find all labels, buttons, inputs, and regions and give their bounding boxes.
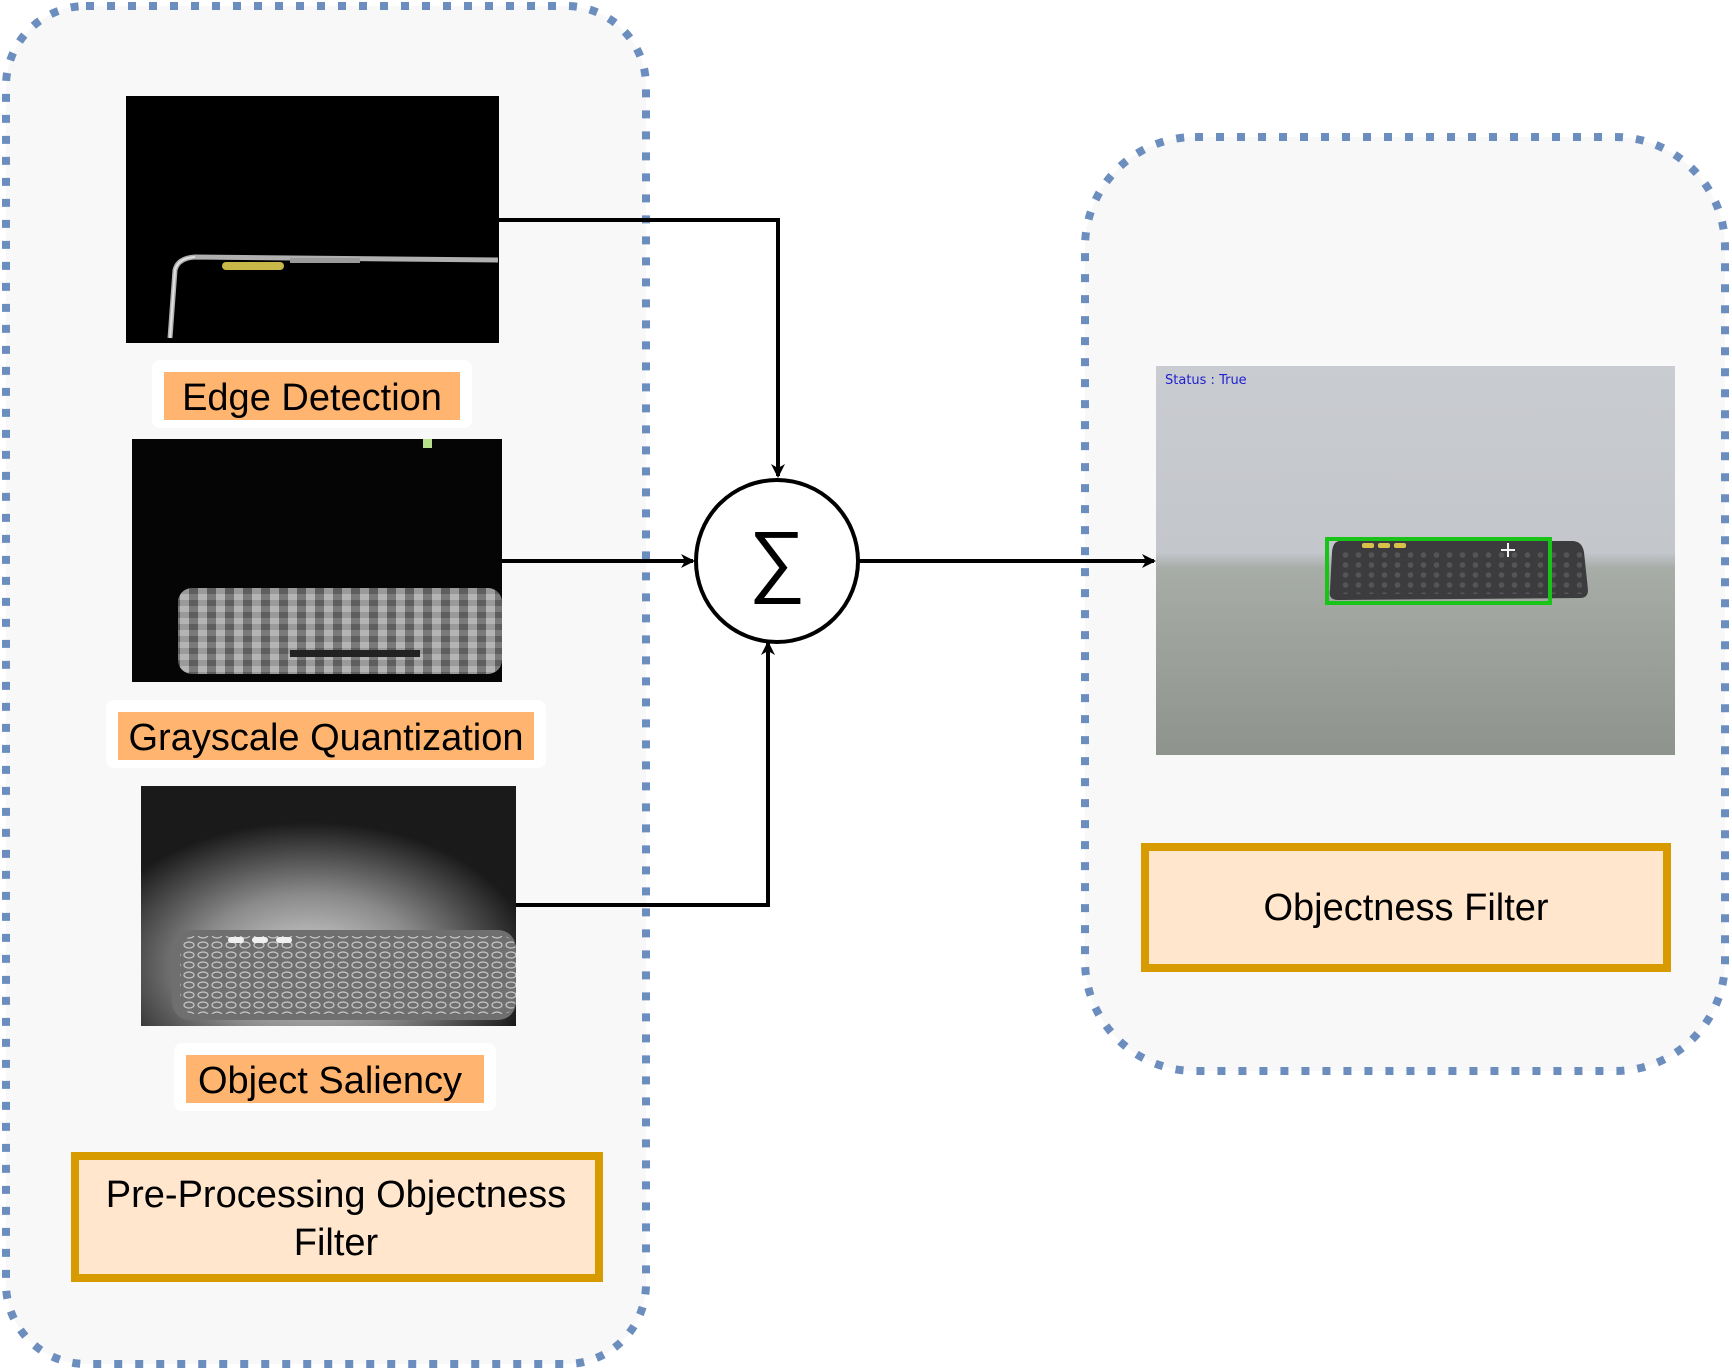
grayscale-quantization-image — [132, 439, 502, 682]
objectness-title: Objectness Filter — [1263, 887, 1548, 929]
edge-to-sum-connector — [499, 218, 785, 478]
summation-node — [694, 478, 860, 644]
objectness-result-image — [1156, 366, 1675, 755]
grayscale-quantization-label-box — [118, 712, 534, 760]
object-saliency-label-box — [186, 1055, 484, 1103]
status-readout: Status : True — [1165, 373, 1247, 388]
object-saliency-image — [141, 786, 516, 1026]
objectness-title-box — [1141, 843, 1671, 972]
preprocessing-title-line2: Filter — [294, 1222, 379, 1264]
saliency-to-sum-connector — [516, 641, 775, 907]
edge-detection-label-box — [164, 372, 460, 420]
summation-symbol: ∑ — [748, 515, 805, 604]
object-saliency-label: Object Saliency — [198, 1060, 462, 1102]
detection-bounding-box — [1325, 537, 1552, 605]
crosshair-marker — [1501, 543, 1515, 557]
preprocessing-title-box — [71, 1152, 603, 1282]
preprocessing-title-line1: Pre-Processing Objectness — [106, 1174, 566, 1216]
edge-detection-image — [126, 96, 499, 343]
grayscale-quantization-label: Grayscale Quantization — [129, 717, 524, 759]
edge-detection-label: Edge Detection — [182, 377, 442, 419]
